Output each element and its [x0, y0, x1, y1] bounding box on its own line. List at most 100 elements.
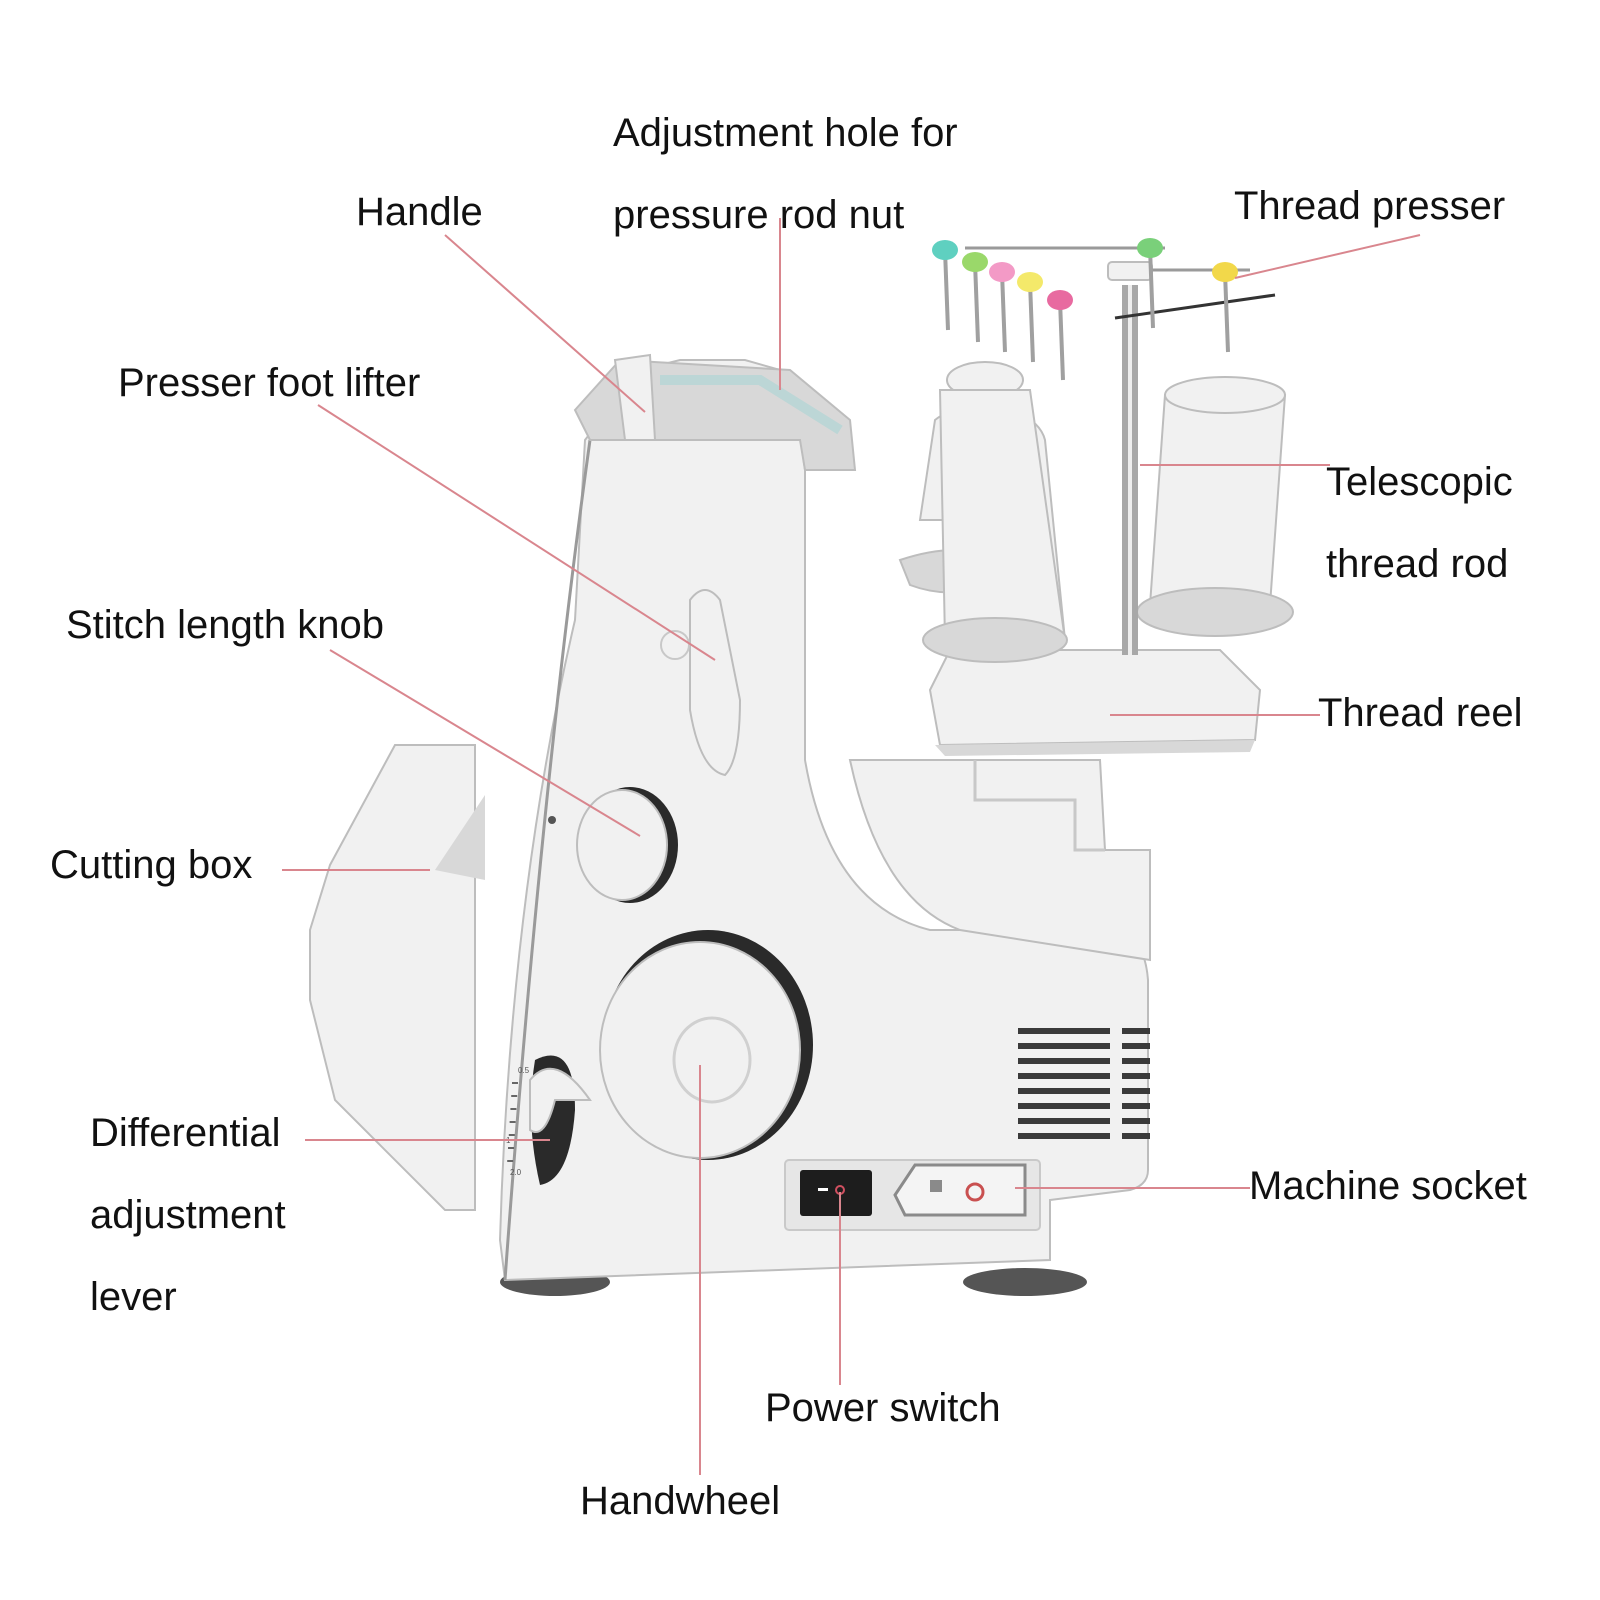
- guide-cap: [1137, 238, 1163, 258]
- label-presser-foot-lifter-text: Presser foot lifter: [118, 361, 421, 405]
- dial-tick: [511, 1095, 518, 1097]
- cutting-box-opening: [435, 795, 485, 880]
- label-differential-line-2: adjustment: [90, 1193, 286, 1237]
- label-thread-reel-text: Thread reel: [1318, 691, 1523, 735]
- top-cover-tint: [660, 375, 843, 435]
- dial-scale-top: 0.5: [518, 1066, 530, 1075]
- dial-tick: [512, 1082, 518, 1084]
- label-differential-line-1: Differential: [90, 1111, 281, 1155]
- vent-slot: [1018, 1028, 1110, 1034]
- label-thread-presser: Thread presser: [1234, 186, 1505, 226]
- vent-slot: [1122, 1073, 1150, 1079]
- front-spool-right: [1148, 394, 1287, 606]
- label-handwheel: Handwheel: [580, 1481, 780, 1521]
- vent-slot: [1122, 1133, 1150, 1139]
- label-thread-reel: Thread reel: [1318, 693, 1523, 733]
- presser-foot-pivot: [660, 630, 690, 660]
- guide-hook: [973, 261, 980, 343]
- label-power-switch: Power switch: [765, 1388, 1001, 1428]
- vent-grille: [1018, 1028, 1150, 1139]
- guide-cap: [1047, 290, 1073, 310]
- vent-slot: [1122, 1118, 1150, 1124]
- guide-cap: [1212, 262, 1238, 282]
- front-spool-left-body: [938, 389, 1067, 641]
- label-handle-text: Handle: [356, 190, 483, 234]
- leader-handle: [444, 234, 646, 413]
- label-machine-socket-text: Machine socket: [1249, 1164, 1527, 1208]
- label-telescopic-line-2: thread rod: [1326, 542, 1509, 586]
- vent-slot: [1122, 1028, 1150, 1034]
- thread-guide-tips: [932, 238, 1238, 381]
- vent-slot: [1018, 1103, 1110, 1109]
- leader-stitch-knob: [329, 649, 641, 837]
- label-adjustment-hole-line-1: Adjustment hole for: [613, 111, 958, 155]
- front-spool-right-top: [1164, 376, 1286, 414]
- label-differential-line-3: lever: [90, 1275, 177, 1319]
- leader-lines: [282, 218, 1421, 1475]
- socket-pin-left: [930, 1180, 942, 1192]
- guide-hook: [943, 249, 950, 331]
- dial-tick: [507, 1160, 514, 1162]
- vent-slot: [1122, 1043, 1150, 1049]
- leader-thread-presser: [1234, 234, 1421, 279]
- guide-cap: [1017, 272, 1043, 292]
- dial-tick: [508, 1147, 514, 1149]
- power-switch-off-mark: [818, 1188, 828, 1191]
- vent-slot: [1018, 1043, 1110, 1049]
- machine-body: 0.5 1 2.0: [309, 353, 1151, 1296]
- front-seam: [503, 439, 592, 1281]
- telescopic-rod-highlight: [1128, 285, 1132, 655]
- dial-tick: [509, 1121, 516, 1123]
- thread-stand: [898, 238, 1294, 756]
- handwheel-hub: [672, 1016, 752, 1104]
- thread-reel-plate-edge: [935, 740, 1255, 756]
- guide-hook: [1148, 247, 1155, 329]
- guide-cap: [989, 262, 1015, 282]
- vent-slot: [1018, 1088, 1110, 1094]
- guide-hook: [1223, 271, 1230, 353]
- label-cutting-box-text: Cutting box: [50, 843, 253, 887]
- label-cutting-box: Cutting box: [50, 845, 252, 885]
- label-machine-socket: Machine socket: [1249, 1166, 1527, 1206]
- vent-slot: [1018, 1073, 1110, 1079]
- label-presser-foot-lifter: Presser foot lifter: [118, 363, 420, 403]
- vent-slot: [1018, 1058, 1110, 1064]
- panel-step-seam: [973, 760, 1105, 852]
- cutting-box-module: [309, 744, 476, 1211]
- dial-scale-bottom: 2.0: [510, 1168, 522, 1177]
- stitch-indicator-dot: [548, 816, 556, 824]
- foot-right: [963, 1268, 1087, 1296]
- stitch-length-knob: [576, 789, 668, 901]
- label-stitch-length-knob: Stitch length knob: [66, 605, 384, 645]
- dial-tick: [508, 1134, 515, 1136]
- vent-slot: [1018, 1133, 1110, 1139]
- label-stitch-length-knob-text: Stitch length knob: [66, 603, 384, 647]
- thread-reel-plate: [928, 649, 1262, 747]
- label-adjustment-hole: Adjustment hole for pressure rod nut: [613, 92, 958, 256]
- guide-cap: [962, 252, 988, 272]
- label-telescopic-thread-rod: Telescopic thread rod: [1326, 441, 1513, 605]
- machine-socket: [893, 1163, 1027, 1217]
- presser-foot-lifter: [689, 589, 742, 777]
- guide-hook: [1028, 281, 1035, 363]
- label-handle: Handle: [356, 192, 483, 232]
- label-thread-presser-text: Thread presser: [1234, 184, 1506, 228]
- leader-presser-foot-lifter: [317, 404, 716, 661]
- front-spool-right-base: [1136, 587, 1294, 637]
- vent-slot: [1018, 1118, 1110, 1124]
- guide-hook: [1000, 271, 1007, 353]
- vent-slot: [1122, 1103, 1150, 1109]
- label-power-switch-text: Power switch: [765, 1386, 1001, 1430]
- front-spool-left-base: [922, 617, 1068, 663]
- vent-slot: [1122, 1088, 1150, 1094]
- handle-grip: [613, 353, 657, 441]
- guide-cap: [932, 240, 958, 260]
- socket-pin-right: [965, 1182, 985, 1202]
- dial-tick: [510, 1108, 517, 1110]
- label-handwheel-text: Handwheel: [580, 1479, 781, 1523]
- guide-hook: [1058, 299, 1065, 381]
- label-differential-lever: Differential adjustment lever: [90, 1092, 286, 1338]
- label-telescopic-line-1: Telescopic: [1326, 460, 1513, 504]
